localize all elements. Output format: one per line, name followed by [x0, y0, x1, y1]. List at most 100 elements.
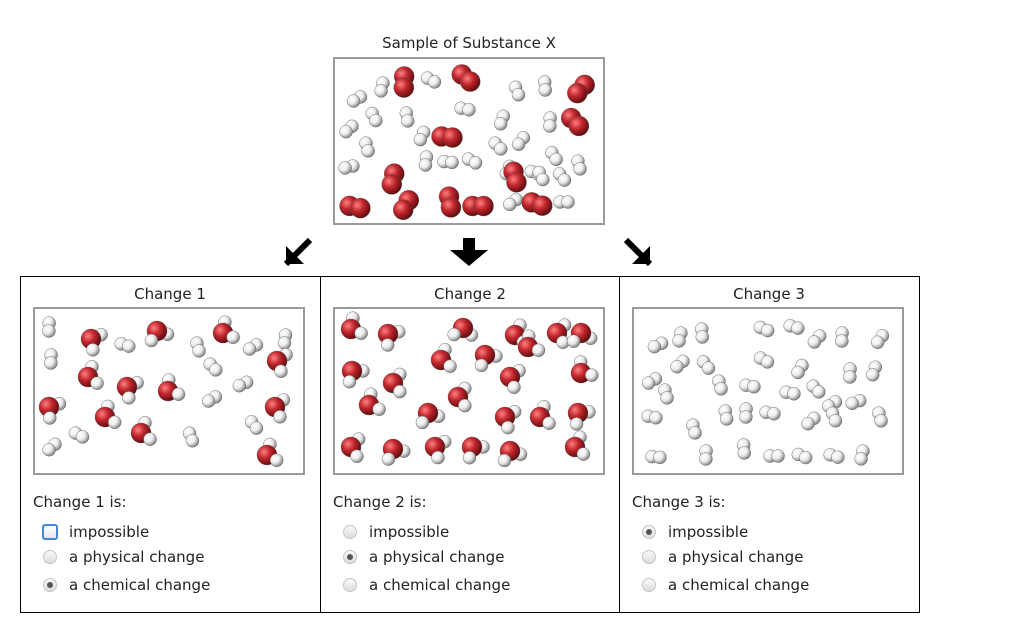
hydrogen-atom: [171, 387, 186, 401]
radio-button[interactable]: [343, 550, 357, 564]
hydrogen-atom: [107, 415, 122, 429]
hydrogen-atom: [462, 451, 477, 465]
radio-button[interactable]: [343, 578, 357, 592]
hydrogen-atom: [354, 326, 368, 340]
hydrogen-atom: [339, 125, 353, 139]
hydrogen-atom: [44, 356, 58, 370]
hydrogen-atom: [787, 387, 801, 401]
hydrogen-atom: [701, 361, 716, 375]
hydrogen-atom: [346, 94, 361, 108]
oxygen-atom: [381, 174, 402, 195]
hydrogen-atom: [277, 336, 292, 350]
hydrogen-atom: [269, 453, 284, 467]
oxygen-atom: [567, 82, 588, 104]
change-2-title: Change 2: [434, 285, 506, 303]
arrow-down-left-icon: [283, 237, 313, 267]
hydrogen-atom: [538, 83, 552, 97]
hydrogen-atom: [536, 172, 550, 187]
option-label: a chemical change: [369, 576, 511, 594]
hydrogen-atom: [739, 410, 753, 424]
hydrogen-atom: [350, 449, 364, 463]
hydrogen-atom: [870, 335, 885, 349]
hydrogen-atom: [361, 144, 375, 158]
change-2-option-impossible[interactable]: impossible: [343, 521, 449, 543]
hydrogen-atom: [274, 364, 288, 378]
hydrogen-atom: [807, 335, 822, 349]
hydrogen-atom: [427, 75, 442, 89]
change-3-option-chemical[interactable]: a chemical change: [642, 574, 809, 596]
hydrogen-atom: [226, 330, 240, 344]
change-1-option-impossible[interactable]: impossible: [42, 521, 149, 543]
hydrogen-atom: [462, 103, 476, 117]
hydrogen-atom: [576, 447, 591, 461]
hydrogen-atom: [647, 340, 662, 354]
hydrogen-atom: [866, 368, 880, 382]
sample-molecules: [338, 64, 595, 220]
hydrogen-atom: [192, 344, 206, 358]
change-1-option-chemical[interactable]: a chemical change: [43, 574, 210, 596]
option-label: a physical change: [668, 548, 804, 566]
option-label: a chemical change: [69, 576, 211, 594]
hydrogen-atom: [566, 334, 581, 348]
hydrogen-atom: [372, 402, 386, 416]
change-2-panel: Change 2 Change 2 is: impossible a physi…: [320, 277, 619, 612]
hydrogen-atom: [90, 376, 104, 390]
change-3-option-impossible[interactable]: impossible: [642, 521, 748, 543]
change-1-title: Change 1: [134, 285, 206, 303]
radio-button[interactable]: [42, 524, 58, 540]
change-3-option-physical[interactable]: a physical change: [642, 546, 803, 568]
hydrogen-atom: [273, 410, 287, 424]
hydrogen-atom: [232, 379, 247, 393]
radio-button[interactable]: [43, 578, 57, 592]
hydrogen-atom: [249, 421, 264, 435]
oxygen-atom: [532, 195, 553, 216]
change-1-option-physical[interactable]: a physical change: [43, 546, 204, 568]
change-3-panel: Change 3 Change 3 is: impossible a physi…: [619, 277, 918, 612]
arrow-down-icon: [450, 238, 488, 266]
hydrogen-atom: [42, 324, 56, 338]
hydrogen-atom: [641, 376, 656, 390]
radio-button[interactable]: [43, 550, 57, 564]
hydrogen-atom: [201, 394, 216, 408]
hydrogen-atom: [531, 343, 546, 357]
hydrogen-atom: [209, 363, 223, 377]
oxygen-atom: [440, 197, 462, 218]
radio-button[interactable]: [343, 525, 357, 539]
radio-button[interactable]: [642, 525, 656, 539]
hydrogen-atom: [569, 417, 584, 431]
hydrogen-atom: [86, 343, 100, 357]
hydrogen-atom: [653, 450, 667, 465]
radio-button[interactable]: [642, 550, 656, 564]
hydrogen-atom: [747, 380, 761, 394]
hydrogen-atom: [798, 450, 813, 465]
change-3-title: Change 3: [733, 285, 805, 303]
hydrogen-atom: [843, 370, 857, 384]
hydrogen-atom: [497, 453, 512, 468]
change-2-question: Change 2 is:: [333, 493, 427, 511]
hydrogen-atom: [585, 368, 599, 382]
option-label: a physical change: [69, 548, 205, 566]
hydrogen-atom: [75, 430, 90, 444]
oxygen-atom: [460, 71, 481, 92]
hydrogen-atom: [771, 449, 785, 463]
hydrogen-atom: [767, 407, 781, 421]
sample-title: Sample of Substance X: [382, 34, 556, 52]
changes-panel: Change 1 Change 1 is: impossible a physi…: [20, 276, 920, 613]
change-1-box: [33, 307, 305, 475]
hydrogen-atom: [458, 398, 472, 413]
hydrogen-atom: [672, 334, 686, 348]
hydrogen-atom: [413, 132, 428, 147]
hydrogen-atom: [380, 338, 395, 352]
change-2-option-physical[interactable]: a physical change: [343, 546, 504, 568]
radio-button[interactable]: [642, 578, 656, 592]
hydrogen-atom: [874, 414, 888, 428]
option-label: impossible: [369, 523, 450, 541]
hydrogen-atom: [369, 113, 383, 128]
hydrogen-atom: [447, 327, 461, 342]
oxygen-atom: [393, 77, 415, 98]
hydrogen-atom: [374, 84, 388, 98]
hydrogen-atom: [42, 443, 56, 457]
hydrogen-atom: [468, 156, 483, 170]
hydrogen-atom: [242, 342, 257, 356]
change-2-option-chemical[interactable]: a chemical change: [343, 574, 510, 596]
